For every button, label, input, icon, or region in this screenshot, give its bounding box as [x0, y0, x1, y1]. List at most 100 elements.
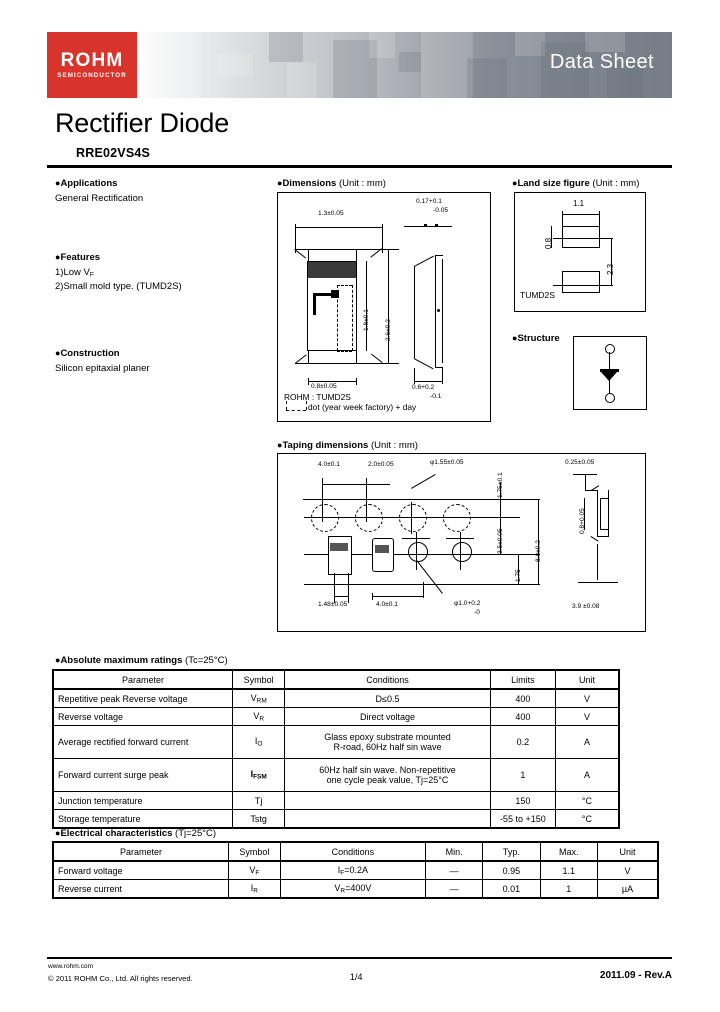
- bullet-icon: ●: [55, 178, 61, 188]
- table-row: Storage temperature Tstg -55 to +150 °C: [52, 809, 620, 829]
- elec-heading: ●Electrical characteristics (Tj=25°C): [55, 828, 217, 839]
- land-size-figure: 1.1 0.8 2.3 TUMD2S: [514, 192, 646, 312]
- col-parameter: Parameter: [52, 841, 229, 862]
- taping-pocket-width: 1.48±0.05: [318, 601, 348, 608]
- sprocket-hole: [443, 504, 471, 532]
- land-package-name: TUMD2S: [520, 290, 555, 300]
- cell-symbol: IFSM: [232, 758, 286, 792]
- bullet-icon: ●: [55, 655, 61, 665]
- taping-pocket-depth: 0.8+0.05: [579, 508, 586, 534]
- taped-component: [372, 538, 394, 572]
- rohm-logo-text: ROHM: [60, 49, 124, 71]
- taping-pocket-pitch: 4.0±0.1: [376, 601, 398, 608]
- col-symbol: Symbol: [228, 841, 281, 862]
- diode-bar-icon: [600, 369, 619, 372]
- taping-pocket-hole: φ1.0+0.2: [454, 600, 481, 607]
- abs-max-heading: ●Absolute maximum ratings (Tc=25°C): [55, 655, 228, 666]
- abs-max-table: Parameter Symbol Conditions Limits Unit …: [52, 669, 620, 829]
- bullet-icon: ●: [55, 252, 61, 262]
- dim-thickness-tol: -0.05: [433, 207, 449, 214]
- footer-revision: 2011.09 - Rev.A: [599, 970, 672, 981]
- cell-symbol: VF: [228, 860, 281, 880]
- header-gradient-band: Data Sheet: [137, 32, 672, 98]
- col-parameter: Parameter: [52, 669, 234, 690]
- dim-height-outer: 2.6±0.2: [385, 319, 392, 341]
- taping-figure: 4.0±0.1 2.0±0.05 φ1.55±0.05: [277, 453, 646, 632]
- table-row: Junction temperature Tj 150 °C: [52, 791, 620, 810]
- taping-mid-dim: 3.5±0.05: [497, 528, 504, 554]
- anode-terminal-icon: [605, 344, 615, 354]
- taping-hole-dia: φ1.55±0.05: [430, 459, 464, 466]
- table-row: Forward voltage VF IF=0.2A — 0.95 1.1 V: [52, 860, 659, 880]
- construction-text: Silicon epitaxial planer: [55, 363, 150, 374]
- rohm-logo: ROHM SEMICONDUCTOR: [47, 32, 137, 98]
- table-row: Average rectified forward current IO Gla…: [52, 725, 620, 759]
- construction-heading: ●Construction: [55, 348, 120, 359]
- col-conditions: Conditions: [284, 669, 491, 690]
- taped-component: [328, 536, 352, 575]
- table-row: Repetitive peak Reverse voltage VRM D≤0.…: [52, 688, 620, 708]
- footer-divider: [47, 957, 672, 959]
- page-title: Rectifier Diode: [55, 108, 230, 138]
- taping-tape-thickness: 3.9 ±0.08: [572, 603, 600, 610]
- col-symbol: Symbol: [232, 669, 286, 690]
- bullet-icon: ●: [512, 333, 518, 343]
- pocket-hole: [452, 542, 472, 562]
- cell-conditions: 60Hz half sin wave. Non-repetitive one c…: [284, 758, 491, 792]
- footer-url[interactable]: www.rohm.com: [48, 963, 94, 970]
- part-number: RRE02VS4S: [76, 146, 151, 160]
- features-item-1: 1)Low VF: [55, 267, 95, 279]
- bullet-icon: ●: [277, 440, 283, 450]
- bullet-icon: ●: [55, 348, 61, 358]
- taping-tape-width: 8.0±0.2: [535, 540, 542, 562]
- sprocket-hole: [311, 504, 339, 532]
- taping-top-edge: 1.75±0.1: [497, 472, 504, 498]
- sprocket-hole: [399, 504, 427, 532]
- dim-pad-width: 0.8±0.05: [311, 383, 337, 390]
- cathode-terminal-icon: [605, 393, 615, 403]
- taping-low-dim: 1.75: [515, 569, 522, 582]
- cell-symbol: VR: [232, 707, 286, 726]
- land-pad-height: 0.8: [544, 237, 553, 249]
- structure-figure: [573, 336, 647, 410]
- dimensions-heading: ●Dimensions (Unit : mm): [277, 178, 386, 189]
- taping-edge-to-hole: 2.0±0.05: [368, 461, 394, 468]
- taping-heading: ●Taping dimensions (Unit : mm): [277, 440, 418, 451]
- cell-conditions: IF=0.2A: [279, 860, 427, 880]
- diode-triangle-icon: [601, 372, 617, 381]
- table-row: Forward current surge peak IFSM 60Hz hal…: [52, 758, 620, 792]
- cell-symbol: IO: [232, 725, 286, 759]
- col-conditions: Conditions: [279, 841, 427, 862]
- dim-thickness: 0.17+0.1: [416, 198, 442, 205]
- dim-side-tol: -0.1: [430, 393, 442, 400]
- table-header-row: Parameter Symbol Conditions Min. Typ. Ma…: [52, 841, 659, 862]
- bullet-icon: ●: [512, 178, 518, 188]
- land-size-heading: ●Land size figure (Unit : mm): [512, 178, 640, 189]
- col-limits: Limits: [489, 669, 556, 690]
- features-heading: ●Features: [55, 252, 101, 263]
- cell-conditions: VR=400V: [279, 879, 427, 899]
- table-row: Reverse voltage VR Direct voltage 400 V: [52, 707, 620, 726]
- col-typ: Typ.: [482, 841, 541, 862]
- page-header: ROHM SEMICONDUCTOR Data Sheet: [47, 32, 672, 98]
- structure-heading: ●Structure: [512, 333, 560, 344]
- taping-pocket-hole-tol: -0: [474, 609, 480, 616]
- dim-width-top: 1.3±0.05: [318, 210, 344, 217]
- col-min: Min.: [425, 841, 484, 862]
- rohm-logo-subtext: SEMICONDUCTOR: [57, 71, 127, 79]
- table-header-row: Parameter Symbol Conditions Limits Unit: [52, 669, 620, 690]
- features-item-2: 2)Small mold type. (TUMD2S): [55, 281, 182, 292]
- cell-symbol: Tj: [232, 791, 286, 810]
- marking-line-1: ROHM : TUMD2S: [284, 392, 351, 402]
- col-unit: Unit: [554, 669, 620, 690]
- cell-conditions: Glass epoxy substrate mounted R-road, 60…: [284, 725, 491, 759]
- bullet-icon: ●: [277, 178, 283, 188]
- land-pad-width: 1.1: [573, 199, 585, 208]
- sprocket-hole: [355, 504, 383, 532]
- applications-heading: ●Applications: [55, 178, 118, 189]
- footer-copyright: © 2011 ROHM Co., Ltd. All rights reserve…: [48, 974, 193, 983]
- bullet-icon: ●: [55, 828, 61, 838]
- cell-symbol: IR: [228, 879, 281, 899]
- applications-text: General Rectification: [55, 193, 144, 204]
